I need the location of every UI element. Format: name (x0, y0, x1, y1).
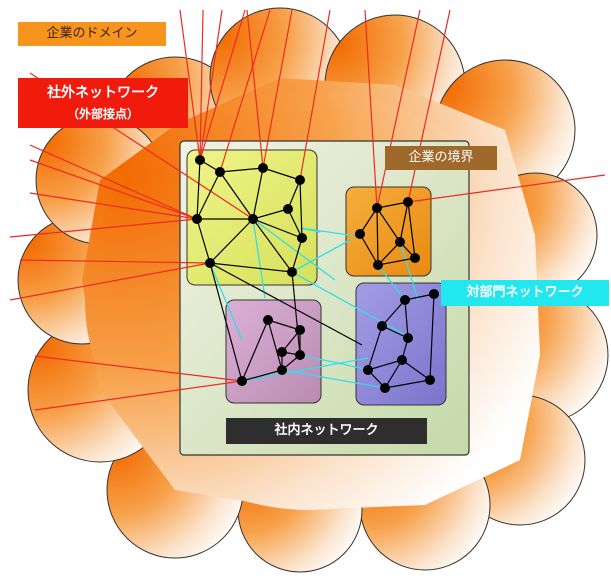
node (395, 237, 405, 247)
node (287, 267, 297, 277)
group-violet (355, 282, 447, 406)
external-links (9, 9, 606, 411)
node (295, 350, 305, 360)
node (205, 258, 215, 268)
node (258, 163, 268, 173)
nodes (192, 155, 439, 393)
node (373, 260, 383, 270)
node (192, 214, 202, 224)
node (425, 375, 435, 385)
node (237, 376, 247, 386)
department-network-label: 対部門ネットワーク (441, 280, 609, 306)
external-network-title: 社外ネットワーク (47, 85, 159, 101)
domain-label: 企業のドメイン (18, 22, 166, 46)
node (297, 233, 307, 243)
node (283, 204, 293, 214)
boundary-label: 企業の境界 (385, 146, 497, 170)
node (403, 197, 413, 207)
node (410, 253, 420, 263)
department-links (209, 218, 419, 389)
node (295, 175, 305, 185)
external-network-subtitle: （外部接点） (18, 105, 188, 122)
node (429, 289, 439, 299)
node (363, 365, 373, 375)
node (403, 333, 413, 343)
node (263, 315, 273, 325)
external-network-label: 社外ネットワーク （外部接点） (18, 78, 188, 128)
node (380, 383, 390, 393)
node (215, 167, 225, 177)
node (400, 295, 410, 305)
node (377, 321, 387, 331)
node (277, 365, 287, 375)
node (295, 325, 305, 335)
node (248, 214, 258, 224)
group-orange (345, 186, 432, 277)
node (195, 155, 205, 165)
node (277, 347, 287, 357)
node (372, 203, 382, 213)
node (355, 229, 365, 239)
internal-network-label: 社内ネットワーク (226, 418, 427, 444)
node (397, 355, 407, 365)
